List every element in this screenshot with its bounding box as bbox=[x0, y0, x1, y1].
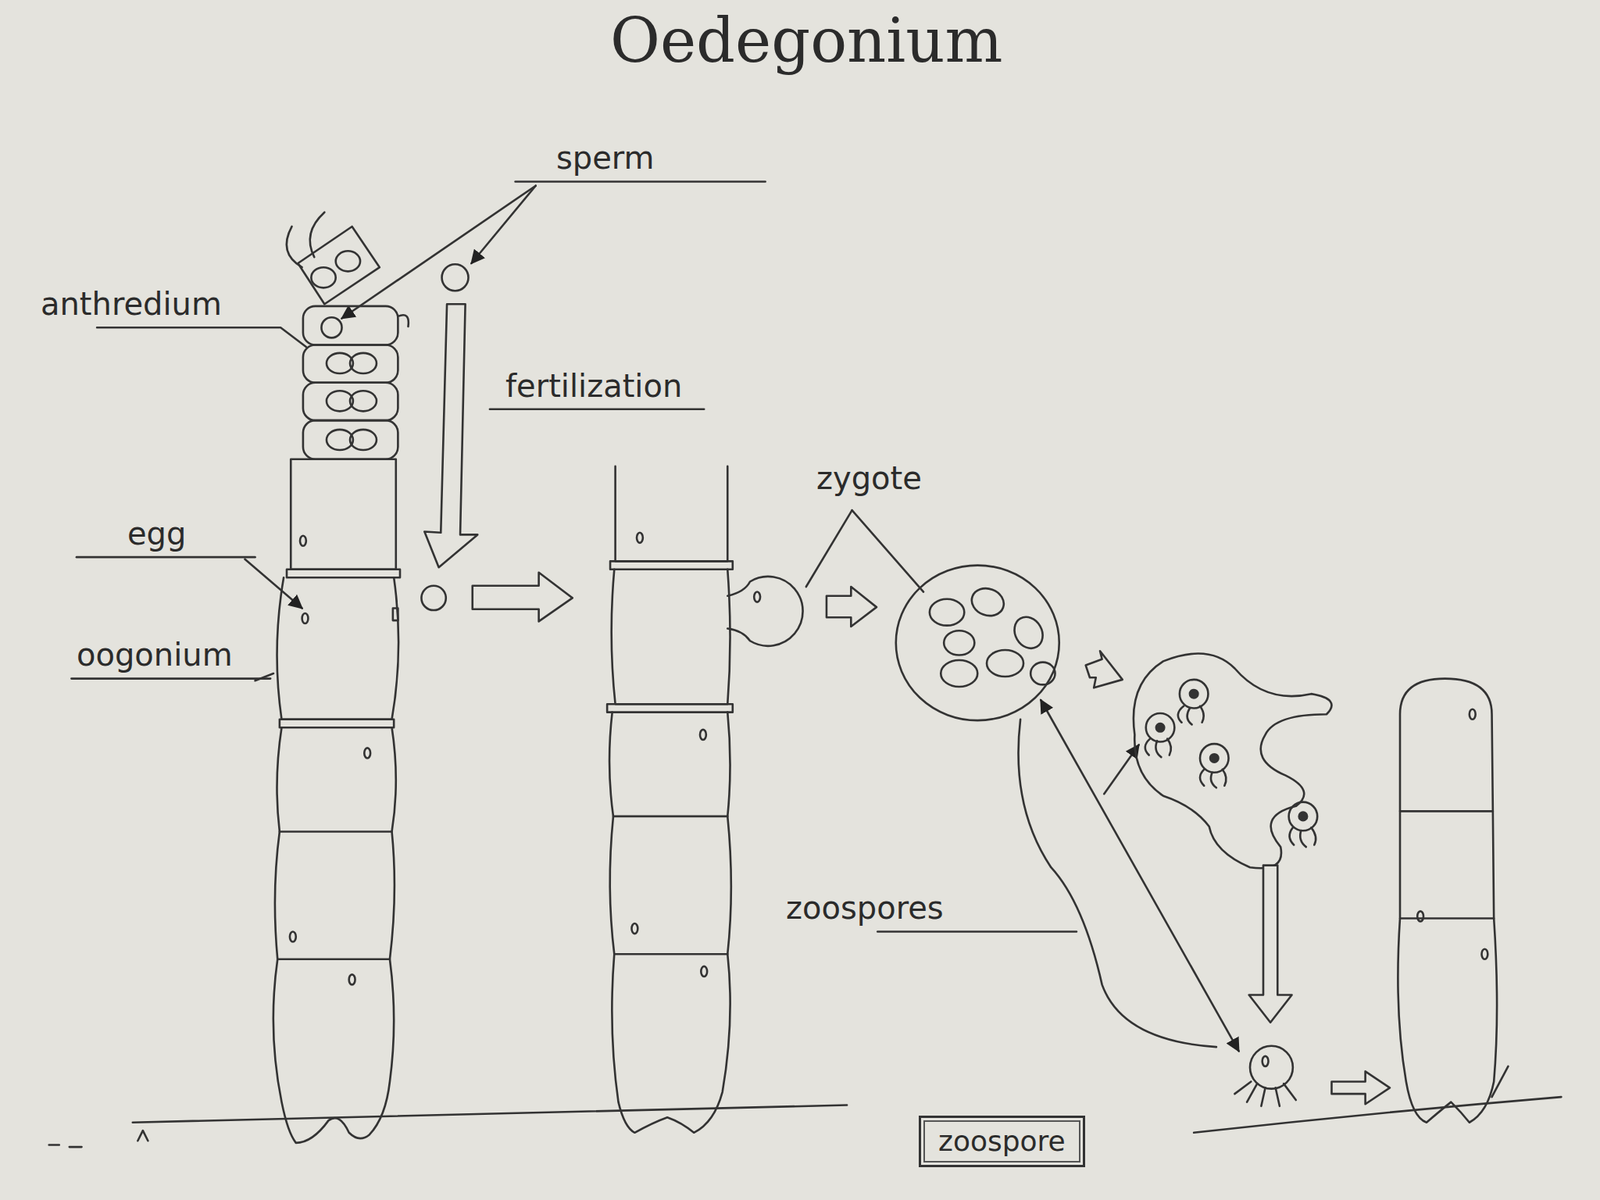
mature-zygote bbox=[896, 565, 1060, 722]
sperm-cell bbox=[421, 585, 446, 611]
box-text: zoospore bbox=[938, 1125, 1066, 1158]
filament-male-female bbox=[273, 212, 409, 1143]
hollow-arrow bbox=[1249, 865, 1293, 1023]
hollow-arrow bbox=[1331, 1071, 1390, 1104]
part-label: zygote bbox=[816, 460, 922, 496]
hollow-arrow bbox=[424, 303, 478, 568]
released-zoospores bbox=[1133, 653, 1333, 869]
filament-with-zygote bbox=[607, 466, 803, 1133]
part-label: sperm bbox=[556, 140, 655, 175]
part-label: zoospores bbox=[785, 890, 944, 925]
margin-marks bbox=[49, 1130, 149, 1147]
ground-line bbox=[1193, 1096, 1561, 1133]
label-underlines bbox=[71, 181, 1077, 932]
diagram-title: Oedegonium bbox=[610, 7, 1003, 75]
leader-lines bbox=[244, 185, 1239, 1052]
ground-line bbox=[132, 1105, 847, 1123]
part-label: anthredium bbox=[40, 286, 222, 322]
hollow-arrow bbox=[1085, 650, 1123, 688]
boxed-label: zoospore bbox=[918, 1115, 1086, 1168]
part-label: fertilization bbox=[505, 368, 683, 404]
hollow-arrow bbox=[472, 572, 573, 622]
young-filament bbox=[1397, 678, 1508, 1123]
part-label: oogonium bbox=[76, 637, 233, 672]
part-label: egg bbox=[127, 516, 186, 551]
hollow-arrow bbox=[826, 586, 877, 627]
settled-zoospore bbox=[1234, 1046, 1296, 1107]
sperm-cell bbox=[442, 264, 469, 291]
